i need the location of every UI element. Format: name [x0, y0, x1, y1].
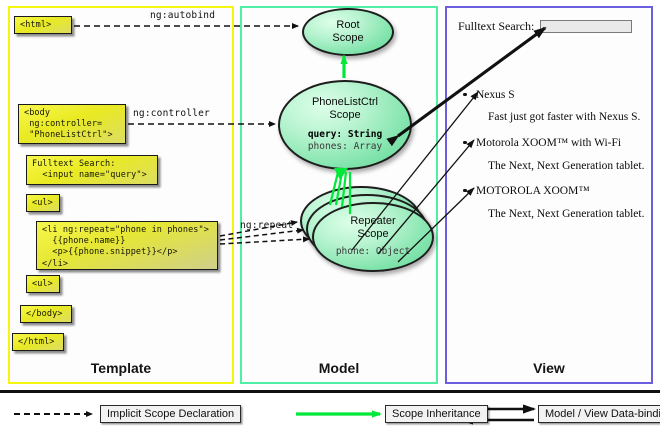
scope-repeater-title-1: Repeater — [350, 215, 396, 228]
column-label-template: Template — [90, 360, 152, 376]
scope-repeater-prop-phone: phone: Object — [335, 246, 411, 258]
code-box-html-close[interactable]: </html> — [12, 333, 64, 351]
view-search-input[interactable] — [540, 20, 633, 33]
view-item-name-1: Motorola XOOM™ with Wi-Fi — [463, 137, 622, 149]
view-search-row: Fulltext Search: — [458, 19, 633, 34]
wire-label-ng-autobind: ng:autobind — [150, 10, 216, 21]
scope-root-title-2: Scope — [332, 32, 364, 44]
scope-phonelistctrl-prop-query: query: String — [307, 129, 383, 141]
view-item-label-2: MOTOROLA XOOM™ — [476, 185, 590, 197]
view-item-snippet-0: Fast just got faster with Nexus S. — [488, 111, 641, 123]
scope-root-title-1: Root — [336, 19, 360, 32]
view-item-name-0: Nexus S — [463, 89, 515, 101]
scope-phonelistctrl-prop-phones: phones: Array — [307, 141, 383, 153]
scope-repeater-title-2: Scope — [357, 228, 389, 241]
wire-label-ng-controller: ng:controller — [133, 108, 210, 119]
view-item-snippet-2: The Next, Next Generation tablet. — [488, 208, 645, 220]
view-item-label-1: Motorola XOOM™ with Wi-Fi — [476, 137, 622, 149]
view-item-snippet-1: The Next, Next Generation tablet. — [488, 160, 645, 172]
legend-label-inheritance: Scope Inheritance — [385, 405, 488, 423]
column-label-model: Model — [318, 360, 360, 376]
scope-phonelistctrl-title-1: PhoneListCtrl — [311, 96, 379, 109]
wire-label-ng-repeat: ng:repeat — [240, 220, 294, 231]
bullet-icon — [463, 188, 467, 192]
view-pane: Fulltext Search: Nexus S Fast just got f… — [450, 11, 648, 379]
legend-label-implicit: Implicit Scope Declaration — [100, 405, 242, 423]
code-box-li-repeat[interactable]: <li ng:repeat="phone in phones"> {{phone… — [36, 221, 218, 270]
column-label-view: View — [533, 360, 565, 376]
code-box-fulltext-search[interactable]: Fulltext Search: <input name="query"> — [26, 155, 158, 185]
code-box-body-close[interactable]: </body> — [20, 305, 72, 323]
code-box-ul-close[interactable]: <ul> — [26, 275, 60, 293]
code-box-body-open[interactable]: <body ng:controller= "PhoneListCtrl"> — [18, 104, 126, 144]
scope-phonelistctrl[interactable]: PhoneListCtrl Scope query: String phones… — [278, 80, 412, 170]
bullet-icon — [463, 92, 467, 96]
scope-phonelistctrl-title-2: Scope — [329, 109, 361, 122]
code-box-html-open[interactable]: <html> — [14, 16, 72, 34]
scope-repeater[interactable]: Repeater Scope phone: Object — [312, 202, 434, 272]
legend-label-databinding: Model / View Data-binding — [538, 405, 660, 423]
bullet-icon — [463, 140, 467, 144]
view-search-label: Fulltext Search: — [458, 19, 535, 33]
view-item-label-0: Nexus S — [476, 89, 515, 101]
scope-root[interactable]: Root Scope — [302, 8, 394, 56]
code-box-ul-open[interactable]: <ul> — [26, 194, 60, 212]
legend-divider — [0, 390, 660, 393]
view-item-name-2: MOTOROLA XOOM™ — [463, 185, 590, 197]
